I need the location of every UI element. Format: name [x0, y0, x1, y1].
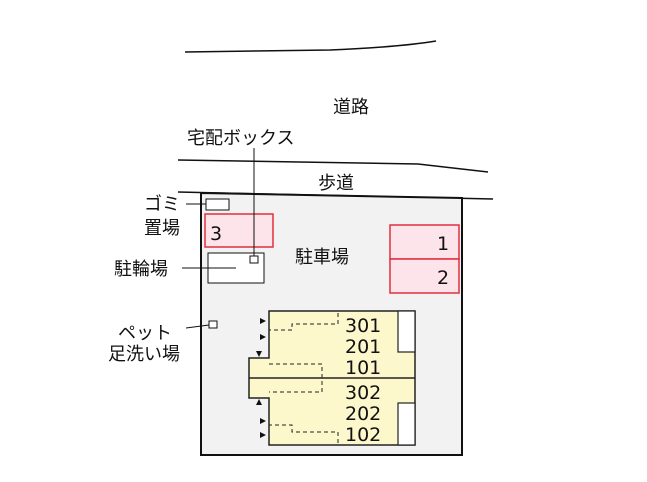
pet-leader — [185, 324, 210, 329]
pet-label-1: ペット — [118, 323, 172, 344]
arrow-icon — [260, 318, 266, 324]
parking-space-3 — [204, 213, 274, 248]
sidewalk-label: 歩道 — [318, 173, 354, 194]
parking-number-1: 1 — [437, 233, 449, 255]
unit-201: 201 — [345, 336, 381, 358]
parking-space-1 — [389, 224, 460, 260]
unit-301: 301 — [345, 315, 381, 337]
parking-number-2: 2 — [437, 267, 449, 289]
unit-202: 202 — [345, 403, 381, 425]
garbage-label-1: ゴミ — [144, 194, 180, 215]
unit-101: 101 — [345, 357, 381, 379]
arrow-icon — [260, 418, 266, 424]
delivery-box — [249, 255, 259, 264]
garbage-label-2: 置場 — [144, 218, 180, 239]
balcony-top — [397, 310, 416, 353]
entrance-arrows — [256, 318, 266, 438]
arrow-icon — [260, 334, 266, 340]
arrow-icon — [260, 432, 266, 438]
balcony-bottom — [397, 402, 416, 446]
parking-number-3: 3 — [210, 223, 222, 245]
arrow-icon — [256, 351, 262, 357]
arrow-icon — [256, 399, 262, 405]
stair-outlines — [269, 313, 339, 443]
pet-label-2: 足洗い場 — [108, 344, 180, 365]
pet-foot-wash — [208, 320, 218, 329]
garbage-area — [205, 198, 230, 211]
unit-102: 102 — [345, 424, 381, 446]
road-edge — [184, 40, 437, 53]
parking-label: 駐車場 — [295, 247, 349, 268]
unit-302: 302 — [345, 382, 381, 404]
bicycle-parking-label: 駐輪場 — [114, 259, 168, 280]
delivery-box-label: 宅配ボックス — [187, 128, 294, 149]
sidewalk-edge-top — [177, 159, 489, 173]
parking-space-2 — [389, 258, 460, 294]
road-label: 道路 — [333, 97, 369, 118]
